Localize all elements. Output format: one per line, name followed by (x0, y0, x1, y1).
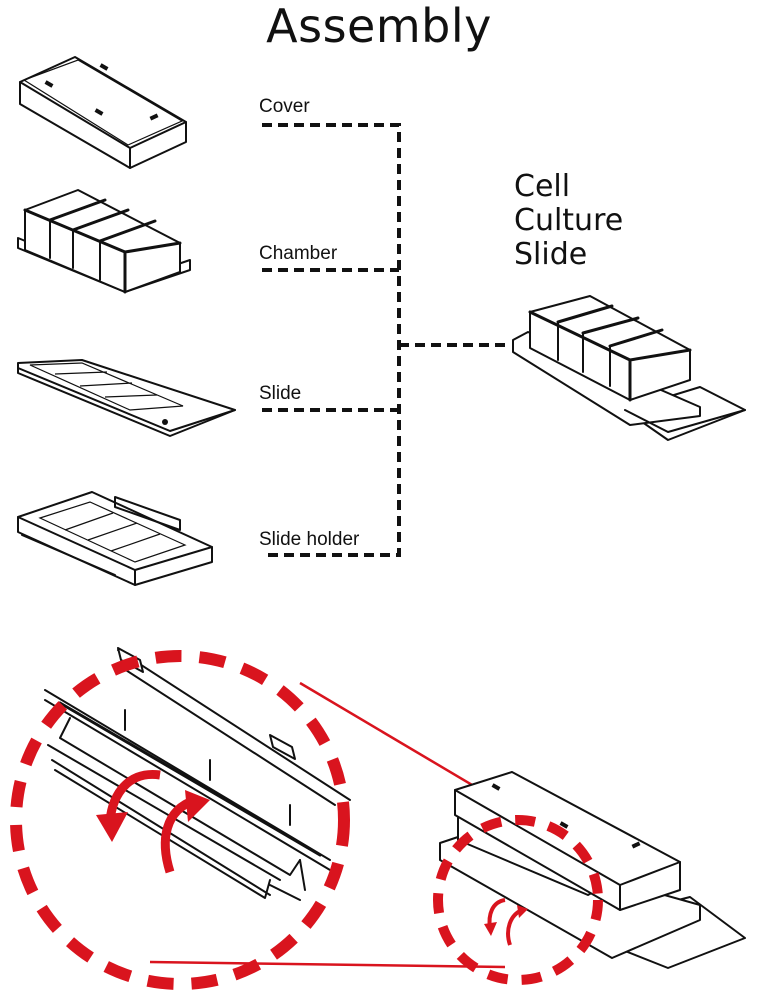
chamber-icon (17, 189, 191, 294)
magnifier-circle-large (10, 650, 350, 990)
connector-lines (262, 123, 505, 557)
result-title: Cell Culture Slide (514, 170, 623, 272)
rotation-arrows-large (96, 770, 210, 874)
result-title-line: Slide (514, 237, 588, 272)
magnifier-connector-bottom (149, 960, 506, 969)
assembled-with-cover-icon (439, 771, 746, 969)
cover-icon (19, 56, 187, 169)
label-slide-holder: Slide holder (259, 529, 360, 550)
assembled-slide-icon (512, 295, 746, 441)
page-title: Assembly (266, 0, 492, 53)
result-title-line: Cell (514, 169, 571, 204)
label-chamber: Chamber (259, 243, 338, 264)
slide-holder-icon (17, 491, 213, 586)
detail-magnifier (10, 647, 539, 990)
slide-icon (17, 359, 236, 437)
connector-bracket (262, 123, 401, 557)
magnifier-circle-small (433, 815, 603, 985)
label-cover: Cover (259, 96, 310, 117)
rotation-arrows-small (484, 898, 528, 946)
result-title-line: Culture (514, 203, 624, 238)
label-slide: Slide (259, 383, 302, 404)
